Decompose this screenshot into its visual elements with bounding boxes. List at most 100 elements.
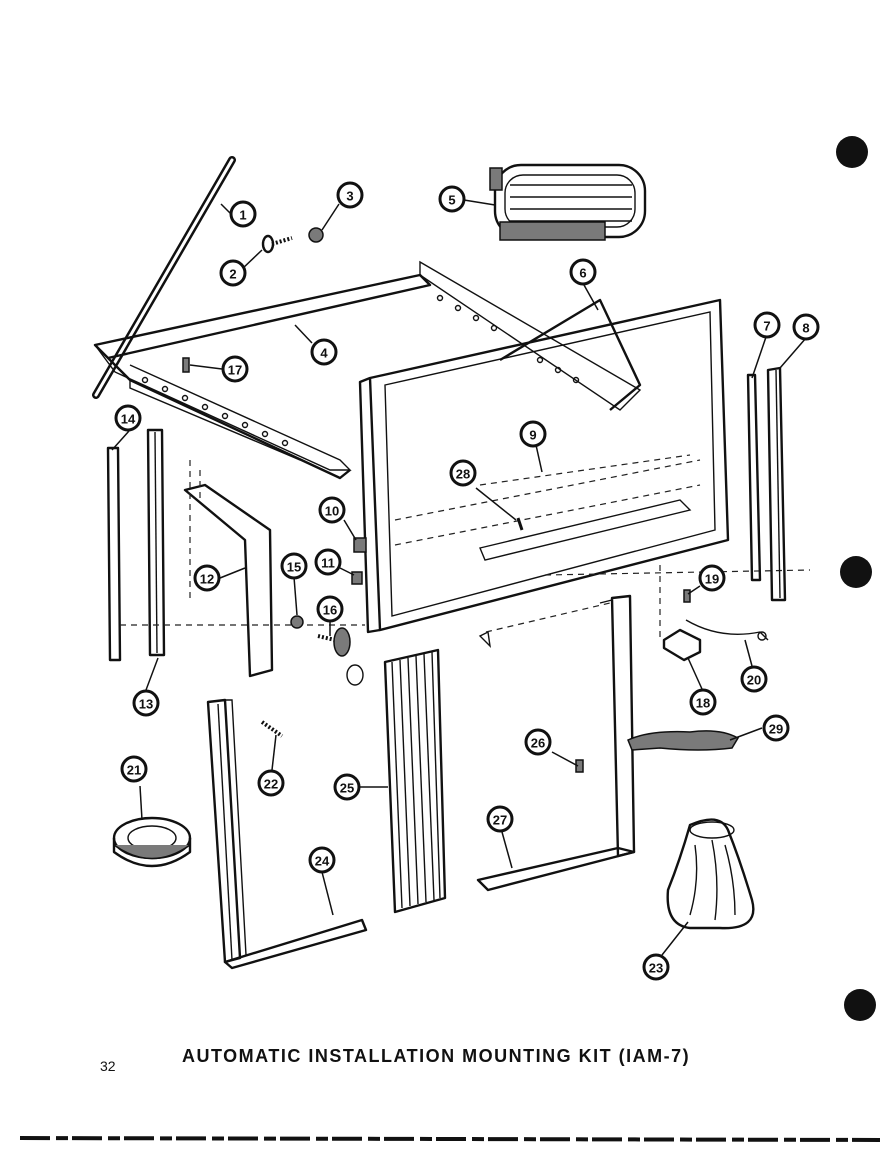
callout-number: 18	[696, 696, 710, 711]
scan-edge	[19, 1136, 881, 1142]
callout-number: 10	[325, 504, 339, 519]
binder-hole-bottom	[844, 989, 876, 1021]
binder-hole-top	[836, 136, 868, 168]
callout-20: 20	[740, 665, 768, 693]
callout-circle	[316, 595, 344, 623]
callout-circle	[333, 773, 361, 801]
callout-number: 8	[802, 321, 809, 336]
callout-number: 24	[315, 854, 330, 869]
callout-number: 15	[287, 560, 301, 575]
callout-4: 4	[310, 338, 338, 366]
callout-16: 16	[316, 595, 344, 623]
callout-13: 13	[132, 689, 160, 717]
callout-11: 11	[314, 548, 342, 576]
binder-hole-middle	[840, 556, 872, 588]
part-left-channels	[106, 428, 365, 662]
part-bracket-and-wire	[659, 565, 769, 662]
callout-circle	[219, 259, 247, 287]
callout-number: 1	[239, 208, 246, 223]
part-screw-22	[260, 720, 284, 738]
callout-19: 19	[698, 564, 726, 592]
part-cover-bag	[666, 818, 755, 930]
callout-number: 21	[127, 763, 141, 778]
callout-circle	[308, 846, 336, 874]
callout-25: 25	[333, 773, 361, 801]
callout-number: 6	[579, 266, 586, 281]
callout-number: 27	[493, 813, 507, 828]
callout-number: 25	[340, 781, 354, 796]
callout-circle	[221, 355, 249, 383]
callout-3: 3	[336, 181, 364, 209]
callout-number: 29	[769, 722, 783, 737]
part-accordion-panel	[383, 648, 447, 914]
callout-18: 18	[689, 688, 717, 716]
part-top-rail	[93, 273, 432, 480]
callout-number: 13	[139, 697, 153, 712]
callout-15: 15	[280, 552, 308, 580]
part-screw-28	[516, 517, 524, 531]
callout-circle	[438, 185, 466, 213]
callout-28: 28	[449, 459, 477, 487]
callout-number: 12	[200, 572, 214, 587]
callout-circle	[569, 258, 597, 286]
callout-circle	[753, 311, 781, 339]
callout-circle	[132, 689, 160, 717]
part-small-screw	[182, 357, 190, 373]
part-screw-and-nut	[261, 227, 324, 254]
part-screw-26	[575, 759, 584, 773]
callout-circle	[449, 459, 477, 487]
page-number: 32	[100, 1058, 116, 1074]
callout-23: 23	[642, 953, 670, 981]
callout-circle	[310, 338, 338, 366]
part-clips	[351, 537, 367, 585]
callout-24: 24	[308, 846, 336, 874]
callout-number: 11	[321, 556, 335, 571]
callout-circle	[689, 688, 717, 716]
callout-number: 19	[705, 572, 719, 587]
callout-27: 27	[486, 805, 514, 833]
callout-22: 22	[257, 769, 285, 797]
callout-number: 20	[747, 673, 761, 688]
callout-circle	[740, 665, 768, 693]
callout-number: 3	[346, 189, 353, 204]
part-support-bracket	[183, 460, 274, 678]
callout-circle	[120, 755, 148, 783]
part-side-panel-right	[476, 594, 636, 892]
callout-9: 9	[519, 420, 547, 448]
callout-circle	[114, 404, 142, 432]
callout-circle	[524, 728, 552, 756]
callout-circle	[314, 548, 342, 576]
callout-circle	[698, 564, 726, 592]
callout-circle	[792, 313, 820, 341]
callout-number: 7	[763, 319, 770, 334]
callout-26: 26	[524, 728, 552, 756]
callout-number: 22	[264, 777, 278, 792]
callout-8: 8	[792, 313, 820, 341]
part-coil-element	[489, 163, 647, 241]
callout-circle	[193, 564, 221, 592]
callout-5: 5	[438, 185, 466, 213]
part-right-channels	[746, 366, 787, 602]
callout-17: 17	[221, 355, 249, 383]
callout-number: 17	[228, 363, 242, 378]
callout-12: 12	[193, 564, 221, 592]
callout-number: 4	[320, 346, 328, 361]
callout-number: 26	[531, 736, 545, 751]
part-strap	[627, 730, 740, 751]
callout-14: 14	[114, 404, 142, 432]
leader-lines	[111, 199, 807, 956]
callout-number: 9	[529, 428, 536, 443]
callout-number: 23	[649, 961, 663, 976]
callout-number: 28	[456, 467, 470, 482]
callout-circle	[762, 714, 790, 742]
callout-circle	[229, 200, 257, 228]
callout-10: 10	[318, 496, 346, 524]
callout-1: 1	[229, 200, 257, 228]
diagram-title: AUTOMATIC INSTALLATION MOUNTING KIT (IAM…	[182, 1046, 691, 1066]
callout-circle	[519, 420, 547, 448]
part-thumb-screw	[290, 615, 364, 686]
callout-circle	[642, 953, 670, 981]
callout-number: 14	[121, 412, 136, 427]
